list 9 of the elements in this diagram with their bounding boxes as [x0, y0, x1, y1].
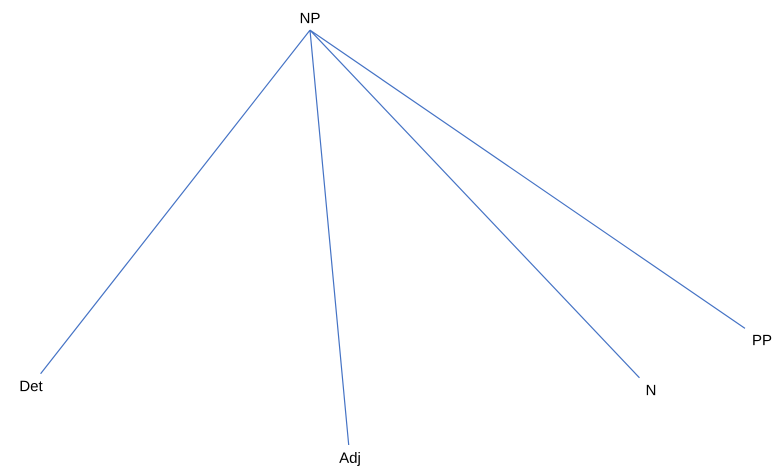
tree-label: Adj: [339, 452, 360, 466]
tree-branch: [309, 30, 350, 446]
tree-label: NP: [300, 12, 320, 24]
tree-label: PP: [753, 334, 772, 346]
tree-label: Det: [20, 380, 43, 392]
tree-label: N: [646, 384, 656, 396]
tree-branch: [40, 30, 310, 374]
tree-branch: [310, 30, 640, 378]
tree-branch: [310, 30, 746, 329]
